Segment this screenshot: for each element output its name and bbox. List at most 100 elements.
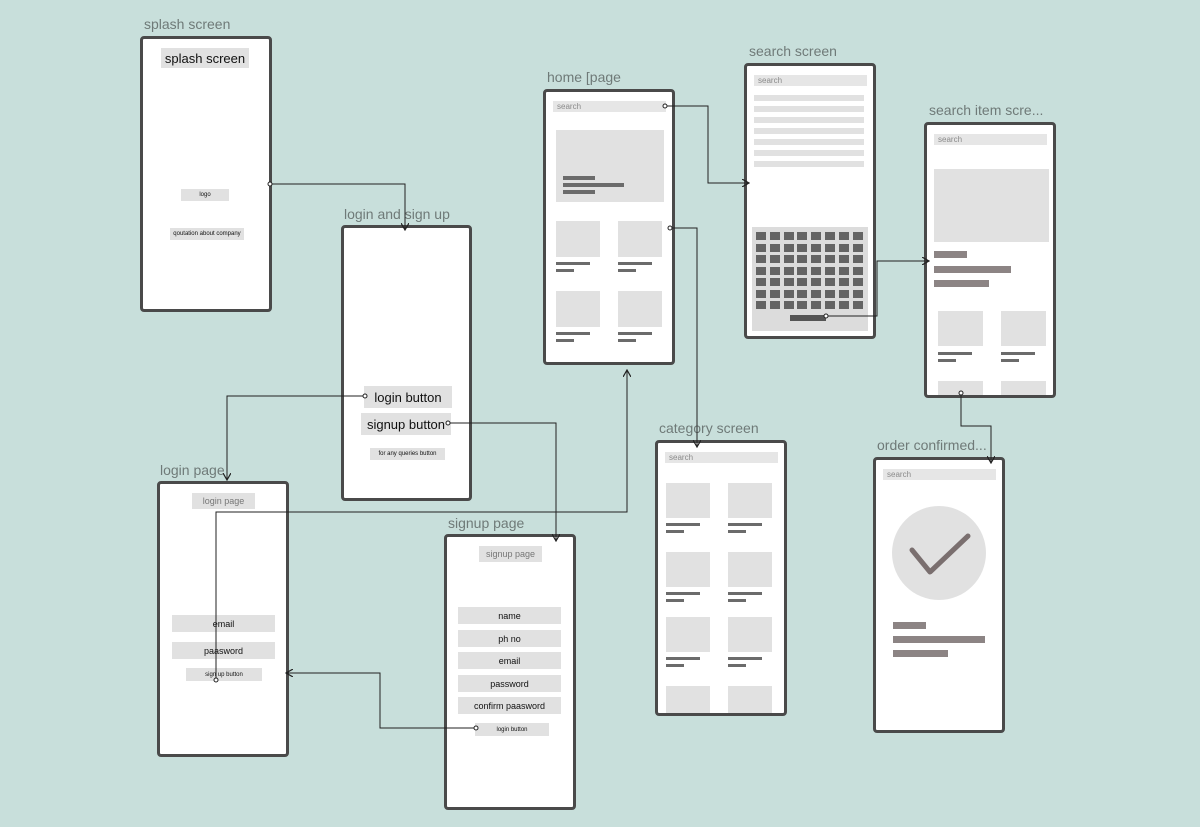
- keyboard-key[interactable]: [797, 266, 808, 275]
- keyboard-key[interactable]: [811, 266, 822, 275]
- search-bar[interactable]: search: [934, 134, 1047, 145]
- keyboard-key[interactable]: [825, 266, 835, 275]
- product-card-image[interactable]: [556, 291, 600, 327]
- keyboard-key[interactable]: [756, 301, 766, 309]
- category-card-image[interactable]: [728, 552, 772, 587]
- keyboard-key[interactable]: [825, 255, 835, 263]
- keyboard-key[interactable]: [852, 243, 863, 252]
- category-card-image[interactable]: [728, 686, 772, 713]
- keyboard-key[interactable]: [769, 255, 780, 263]
- category-card-image[interactable]: [728, 483, 772, 518]
- keyboard-key[interactable]: [852, 301, 863, 309]
- keyboard-key[interactable]: [756, 278, 766, 286]
- keyboard-key[interactable]: [756, 289, 766, 298]
- email-field[interactable]: email: [172, 615, 275, 632]
- related-item-image[interactable]: [938, 311, 983, 346]
- company-quote-placeholder: qoutation about company: [170, 228, 244, 240]
- keyboard-key[interactable]: [838, 255, 849, 263]
- keyboard-key[interactable]: [783, 301, 794, 309]
- keyboard-key[interactable]: [783, 278, 794, 286]
- category-card-image[interactable]: [666, 617, 710, 652]
- keyboard-key[interactable]: [838, 301, 849, 309]
- keyboard-key[interactable]: [811, 301, 822, 309]
- keyboard-key[interactable]: [783, 289, 794, 298]
- keyboard-key[interactable]: [811, 278, 822, 286]
- category-card-image[interactable]: [666, 686, 710, 713]
- keyboard-key[interactable]: [852, 255, 863, 263]
- category-card-line: [666, 530, 684, 533]
- keyboard-key[interactable]: [756, 266, 766, 275]
- category-card-image[interactable]: [666, 483, 710, 518]
- sign-up-button[interactable]: sign up button: [186, 668, 262, 681]
- phone-field[interactable]: ph no: [458, 630, 561, 647]
- keyboard-key[interactable]: [852, 232, 863, 240]
- keyboard-key[interactable]: [838, 289, 849, 298]
- login-button[interactable]: login button: [475, 723, 549, 736]
- keyboard-key[interactable]: [852, 266, 863, 275]
- keyboard-key[interactable]: [825, 301, 835, 309]
- keyboard-key[interactable]: [811, 255, 822, 263]
- keyboard-key[interactable]: [783, 266, 794, 275]
- keyboard-key[interactable]: [825, 289, 835, 298]
- keyboard-key[interactable]: [797, 255, 808, 263]
- keyboard-key[interactable]: [811, 232, 822, 240]
- related-item-image[interactable]: [1001, 311, 1046, 346]
- search-result-row[interactable]: [754, 128, 864, 134]
- product-card-image[interactable]: [618, 291, 662, 327]
- category-card-image[interactable]: [728, 617, 772, 652]
- search-bar[interactable]: search: [665, 452, 778, 463]
- search-result-row[interactable]: [754, 139, 864, 145]
- search-bar[interactable]: search: [883, 469, 996, 480]
- keyboard-key[interactable]: [783, 255, 794, 263]
- keyboard-key[interactable]: [811, 243, 822, 252]
- keyboard-key[interactable]: [838, 232, 849, 240]
- search-result-row[interactable]: [754, 106, 864, 112]
- keyboard-key[interactable]: [838, 266, 849, 275]
- search-bar[interactable]: search: [553, 101, 666, 112]
- related-item-image[interactable]: [1001, 381, 1046, 395]
- keyboard-key[interactable]: [797, 289, 808, 298]
- keyboard-key[interactable]: [756, 255, 766, 263]
- keyboard-key[interactable]: [783, 232, 794, 240]
- category-card-image[interactable]: [666, 552, 710, 587]
- search-result-row[interactable]: [754, 95, 864, 101]
- keyboard-key[interactable]: [838, 278, 849, 286]
- keyboard-key[interactable]: [769, 243, 780, 252]
- keyboard-key[interactable]: [838, 243, 849, 252]
- keyboard-key[interactable]: [797, 278, 808, 286]
- password-field[interactable]: password: [458, 675, 561, 692]
- product-card-image[interactable]: [556, 221, 600, 257]
- related-item-image[interactable]: [938, 381, 983, 395]
- keyboard-key[interactable]: [852, 289, 863, 298]
- keyboard-key[interactable]: [756, 232, 766, 240]
- search-bar[interactable]: search: [754, 75, 867, 86]
- keyboard-key[interactable]: [756, 243, 766, 252]
- keyboard-key[interactable]: [825, 232, 835, 240]
- keyboard-key[interactable]: [811, 289, 822, 298]
- keyboard-key[interactable]: [797, 232, 808, 240]
- login-button[interactable]: login button: [364, 386, 452, 408]
- keyboard-key[interactable]: [825, 243, 835, 252]
- name-field[interactable]: name: [458, 607, 561, 624]
- email-field[interactable]: email: [458, 652, 561, 669]
- keyboard-key[interactable]: [797, 301, 808, 309]
- category-card-line: [728, 657, 762, 660]
- keyboard-key[interactable]: [769, 232, 780, 240]
- keyboard-key[interactable]: [769, 278, 780, 286]
- keyboard-space-bar[interactable]: [790, 315, 826, 321]
- keyboard-key[interactable]: [852, 278, 863, 286]
- signup-button[interactable]: signup button: [361, 413, 451, 435]
- keyboard-key[interactable]: [769, 266, 780, 275]
- password-field[interactable]: paasword: [172, 642, 275, 659]
- product-card-image[interactable]: [618, 221, 662, 257]
- search-result-row[interactable]: [754, 161, 864, 167]
- confirm-password-field[interactable]: confirm paasword: [458, 697, 561, 714]
- keyboard-key[interactable]: [769, 301, 780, 309]
- keyboard-key[interactable]: [797, 243, 808, 252]
- queries-button[interactable]: for any queries button: [370, 448, 445, 460]
- keyboard-key[interactable]: [783, 243, 794, 252]
- keyboard-key[interactable]: [825, 278, 835, 286]
- search-result-row[interactable]: [754, 117, 864, 123]
- search-result-row[interactable]: [754, 150, 864, 156]
- keyboard-key[interactable]: [769, 289, 780, 298]
